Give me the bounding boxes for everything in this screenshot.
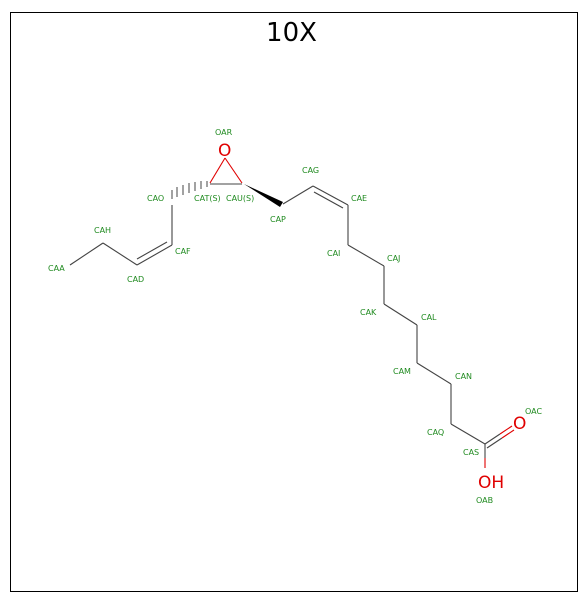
label-oab: OAB [476,496,493,505]
label-caj: CAJ [387,254,400,263]
solid-wedge-bond [244,184,283,207]
label-caf: CAF [175,247,191,256]
label-can: CAN [455,372,472,381]
atom-oxygen-carbonyl: O [513,414,526,434]
label-cag: CAG [302,166,319,175]
right-chain-bonds [282,185,486,445]
label-caq: CAQ [427,428,444,437]
label-cah: CAH [94,226,111,235]
left-chain-bonds [69,205,173,266]
label-cal: CAL [421,313,437,322]
carboxyl-bonds [484,425,515,468]
label-cae: CAE [351,194,367,203]
bond-o-cau [224,157,243,184]
bond-o-cat [209,157,226,184]
label-cap: CAP [270,215,286,224]
label-caa: CAA [48,264,65,273]
label-oar: OAR [215,128,233,137]
diagram-frame [10,12,578,592]
label-cak: CAK [360,308,377,317]
epoxide-ring [209,157,243,185]
label-cas: CAS [463,448,479,457]
label-cai: CAI [327,249,340,258]
label-cau: CAU(S) [226,194,254,203]
hashed-wedge-bond [171,181,208,199]
label-cam: CAM [393,367,411,376]
label-cad: CAD [127,275,144,284]
label-oac: OAC [525,407,542,416]
atom-oxygen-epoxide: O [218,141,231,161]
atom-hydroxyl: OH [478,473,504,493]
molecule-title: 10X [266,18,317,48]
label-cat: CAT(S) [194,194,221,203]
label-cao: CAO [147,194,164,203]
